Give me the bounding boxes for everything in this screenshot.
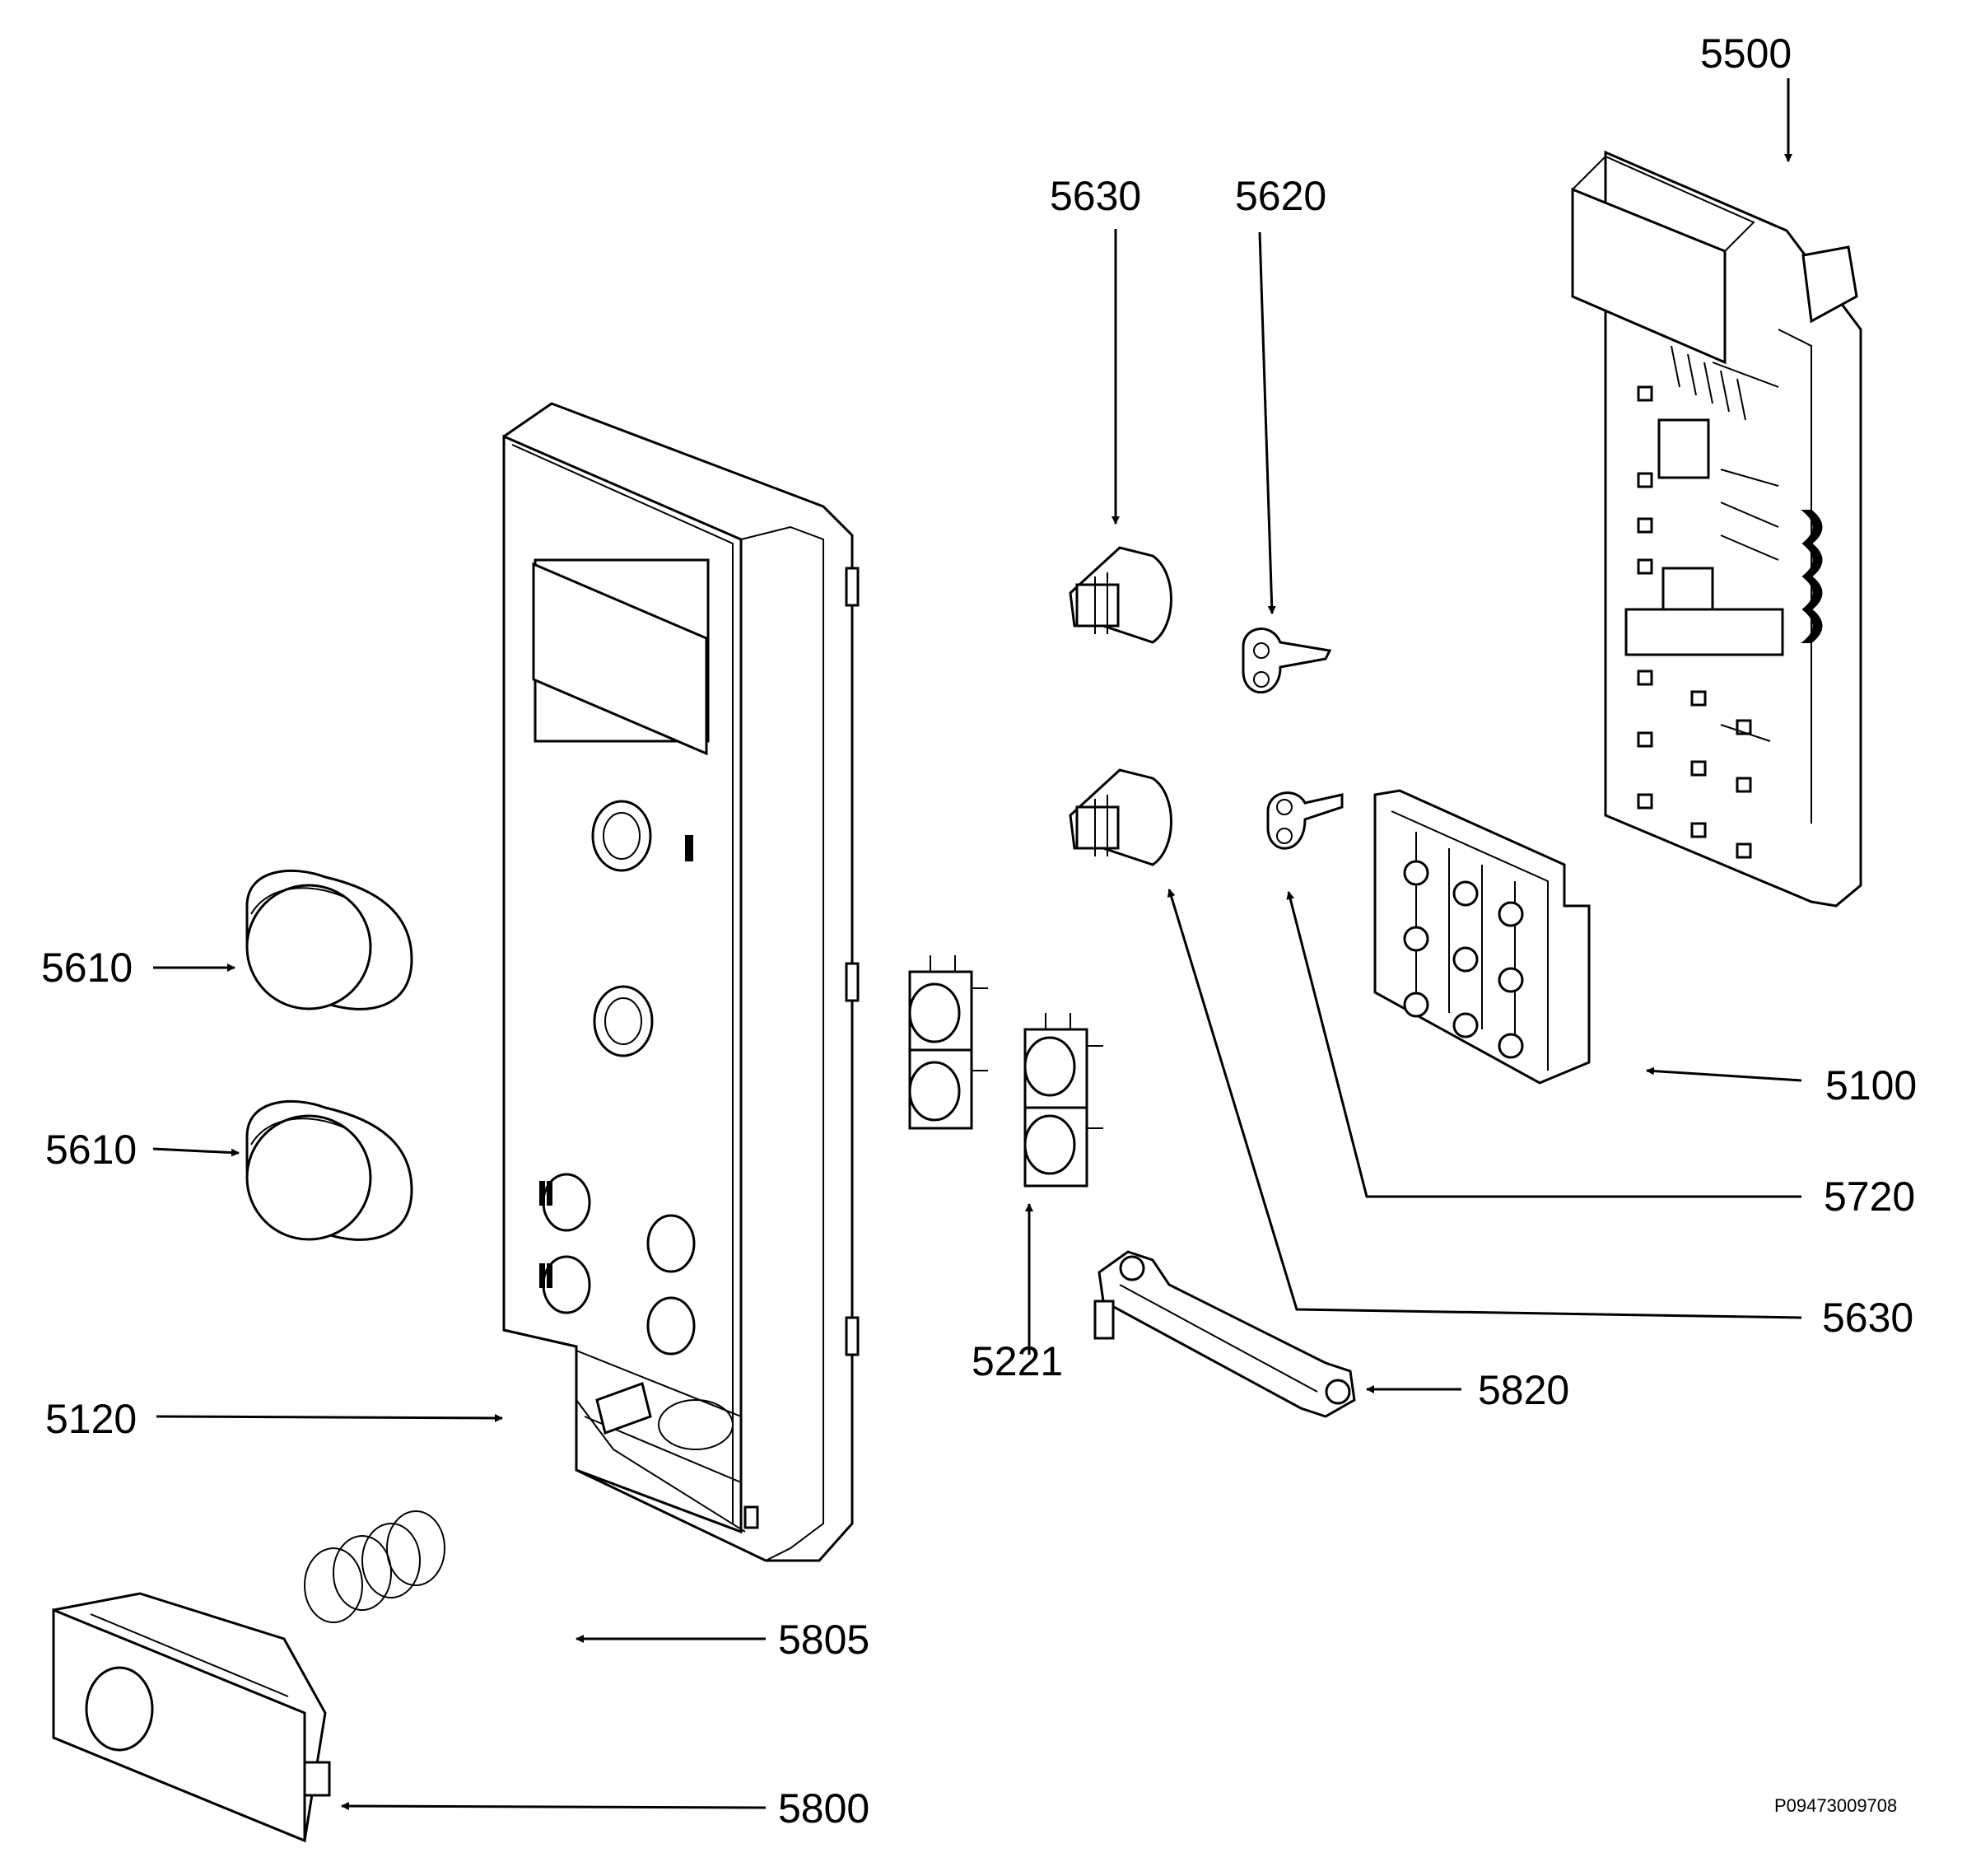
coil-spring (304, 1510, 445, 1623)
pivot-pin-lower (1266, 791, 1344, 850)
callout-5630-bottom: 5630 (1822, 1295, 1913, 1341)
leader-lines (152, 78, 1802, 1811)
callout-5630-top: 5630 (1050, 173, 1141, 219)
control-panel-fascia (502, 402, 860, 1562)
push-buttons-group (908, 955, 1103, 1188)
keypad-frame (1373, 789, 1591, 1085)
callout-5820: 5820 (1478, 1367, 1569, 1413)
door-release-button (52, 1592, 331, 1843)
drawing-code: P09473009708 (1774, 1795, 1897, 1816)
callout-5720: 5720 (1824, 1174, 1915, 1220)
callout-5620: 5620 (1235, 173, 1326, 219)
pivot-pin-upper (1242, 628, 1332, 694)
callout-5100: 5100 (1825, 1062, 1917, 1108)
control-circuit-board (1571, 150, 1862, 908)
callout-labels: 5500 5630 5620 5610 5610 5100 5720 5630 … (41, 30, 1917, 1832)
callout-5610-upper: 5610 (41, 945, 133, 991)
button-lever-upper (1069, 546, 1172, 644)
callout-5120: 5120 (45, 1396, 137, 1442)
callout-5800: 5800 (778, 1785, 869, 1832)
callout-5805: 5805 (778, 1617, 869, 1663)
button-lever-lower (1069, 768, 1172, 866)
callout-5500: 5500 (1700, 30, 1792, 77)
latch-rod (1093, 1250, 1356, 1418)
callout-5221: 5221 (972, 1338, 1063, 1384)
control-knob-lower (245, 1099, 413, 1241)
control-knob-upper (245, 869, 413, 1010)
callout-5610-lower: 5610 (45, 1127, 137, 1173)
